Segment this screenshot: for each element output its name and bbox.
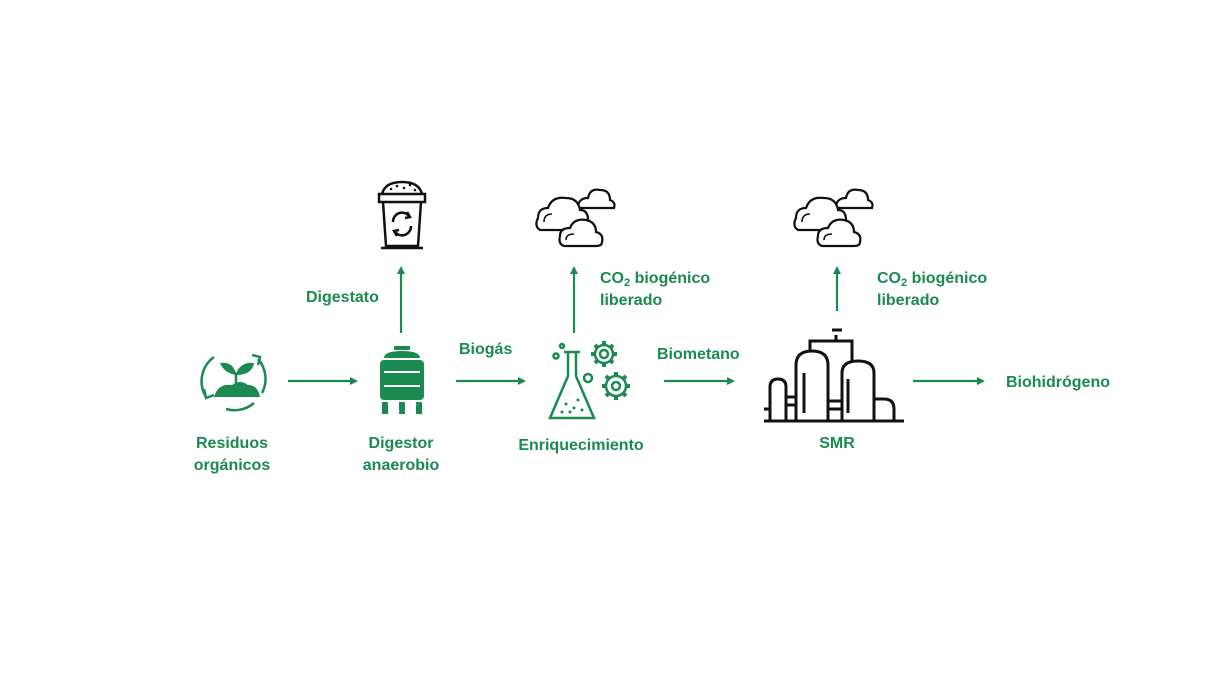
clouds-icon: [535, 188, 616, 248]
node-enriquecimiento-label: Enriquecimiento: [518, 437, 644, 454]
clouds-icon: [793, 188, 874, 248]
node-smr-label: SMR: [819, 435, 855, 452]
node-digestor-label: Digestor anaerobio: [362, 435, 440, 474]
edge-biometano-label: Biometano: [657, 346, 740, 363]
node-biohidrogeno-label: Biohidrógeno: [1006, 374, 1110, 391]
output-co2-2-label: CO2 biogénico liberado: [877, 270, 988, 309]
industrial-plant-icon: [764, 328, 904, 423]
edge-biogas-label: Biogás: [459, 341, 513, 358]
plant-recycle-icon: [200, 353, 267, 412]
flask-gears-icon: [548, 341, 630, 420]
compost-bin-icon: [377, 180, 427, 250]
output-digestato-label: Digestato: [306, 289, 379, 306]
tank-icon: [380, 346, 424, 414]
node-residuos-label: Residuos orgánicos: [193, 435, 271, 474]
output-co2-1-label: CO2 biogénico liberado: [600, 270, 711, 309]
